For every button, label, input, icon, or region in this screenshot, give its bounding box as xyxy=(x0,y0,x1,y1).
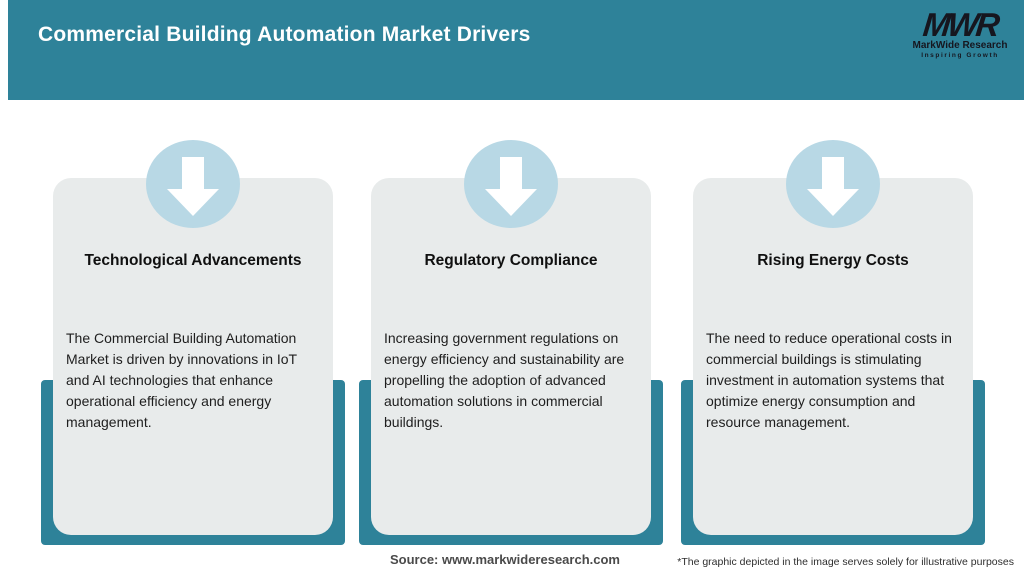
down-arrow-icon xyxy=(167,157,219,216)
logo-acronym: MWR xyxy=(921,6,999,43)
card-title: Technological Advancements xyxy=(84,252,302,269)
markwide-logo: MWR MarkWide Research Inspiring Growth xyxy=(908,6,1012,59)
down-arrow-icon xyxy=(485,157,537,216)
card-panel xyxy=(371,178,651,535)
down-arrow-icon xyxy=(807,157,859,216)
source-text: Source: www.markwideresearch.com xyxy=(389,552,620,567)
down-arrow-badge xyxy=(146,140,240,228)
driver-card-technological-advancements: Technological Advancements The Commercia… xyxy=(41,140,345,545)
card-panel xyxy=(693,178,973,535)
page-title: Commercial Building Automation Market Dr… xyxy=(38,23,531,46)
logo-name: MarkWide Research xyxy=(912,40,1008,51)
disclaimer-text: *The graphic depicted in the image serve… xyxy=(677,556,1014,568)
driver-card-regulatory-compliance: Regulatory Compliance Increasing governm… xyxy=(359,140,663,545)
card-description: The Commercial Building Automation Marke… xyxy=(66,330,297,430)
card-panel xyxy=(53,178,333,535)
down-arrow-badge xyxy=(786,140,880,228)
down-arrow-badge xyxy=(464,140,558,228)
card-title: Regulatory Compliance xyxy=(424,252,598,269)
logo-tagline: Inspiring Growth xyxy=(921,52,999,59)
card-description: The need to reduce operational costs in … xyxy=(706,330,952,430)
card-description: Increasing government regulations on ene… xyxy=(384,330,625,430)
card-title: Rising Energy Costs xyxy=(757,252,909,269)
driver-card-rising-energy-costs: Rising Energy Costs The need to reduce o… xyxy=(681,140,985,545)
header-bar: Commercial Building Automation Market Dr… xyxy=(8,0,1024,100)
